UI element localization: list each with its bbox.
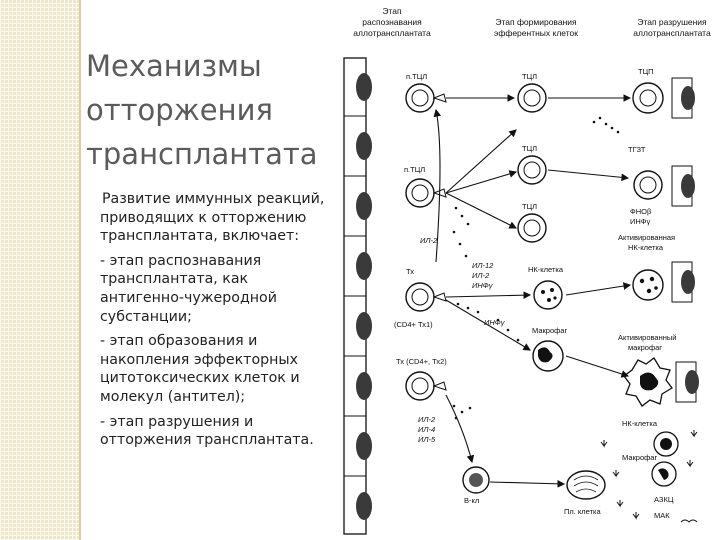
cytokine-il2-b: ИЛ-2 (472, 271, 490, 280)
label-activated-nk-2: НК-клетка (628, 243, 664, 252)
rejection-mechanism-diagram: Этап распознавания аллотрансплантата Эта… (343, 6, 711, 535)
stage-header-destruction-1: Этап разрушения (637, 17, 707, 27)
label-mac: МАК (654, 511, 670, 520)
ctl-cell-1 (517, 83, 547, 113)
b-cell (462, 466, 490, 494)
antibody-icons (600, 430, 698, 523)
graft-tissue (343, 57, 372, 535)
label-adcc: АЗКЦ (654, 495, 674, 504)
label-activated-macrophage-2: макрофаг (628, 343, 662, 352)
ctl-cell-2 (517, 155, 547, 185)
label-ptcl-top: п.ТЦЛ (406, 72, 427, 81)
helper-th1-cell (405, 282, 447, 312)
helper-th2-cell (405, 371, 447, 401)
cytokine-il4: ИЛ-4 (418, 425, 435, 434)
slide-body: Развитие иммунных реакций, приводящих к … (100, 190, 330, 456)
body-item-formation: - этап образования и накопления эффектор… (100, 333, 300, 405)
body-item-destruction: - этап разрушения и отторжения трансплан… (100, 413, 314, 449)
label-ptcl-mid: п.ТЦЛ (404, 165, 425, 174)
label-tcl-2: ТЦЛ (522, 144, 537, 153)
stage-header-formation-1: Этап формирования (495, 17, 577, 27)
arrows (433, 94, 632, 488)
label-fno: ФНОβ (630, 207, 652, 216)
stage-header-formation-2: эфферентных клеток (494, 28, 578, 38)
cytokine-il5: ИЛ-5 (418, 435, 436, 444)
decorative-stripe (0, 0, 79, 540)
stage-header-recognition-1: Этап (382, 6, 402, 16)
title-line: отторжения (86, 93, 273, 127)
label-th-cd4-th1: (CD4+ Тх1) (394, 320, 433, 329)
label-plasma-cell: Пл. клетка (564, 507, 601, 516)
label-activated-nk-1: Активированная (618, 233, 675, 242)
activated-nk-cell (632, 261, 695, 303)
stage-header-destruction-2: аллотрансплантата (633, 28, 711, 38)
stage-header-recognition-3: аллотрансплантата (353, 28, 431, 38)
label-th: Тх (406, 267, 414, 276)
nk-cell (533, 280, 563, 310)
label-macrophage-right: Макрофаг (622, 453, 657, 462)
label-th-cd4-th2: Тх (CD4+, Тх2) (396, 357, 447, 366)
activated-macrophage-cell (623, 357, 699, 407)
ctl-cell-3 (517, 213, 547, 243)
label-b-cell: В-кл (464, 496, 479, 505)
macrophage-cell (532, 340, 564, 372)
adcc-effector-cells (651, 431, 679, 487)
precursor-ctl-cell-top (405, 83, 447, 113)
dth-cell (633, 165, 695, 207)
slide-title: Механизмы отторжения трансплантата (86, 44, 336, 176)
stage-header-recognition-2: распознавания (362, 17, 422, 27)
label-macrophage: Макрофаг (532, 326, 567, 335)
label-activated-macrophage-1: Активированный (618, 333, 676, 342)
body-item-recognition: - этап распознавания трансплантата, как … (100, 252, 277, 325)
cytokine-il2-c: ИЛ-2 (418, 415, 436, 424)
title-line: трансплантата (86, 137, 318, 171)
cytokine-il12: ИЛ-12 (472, 261, 494, 270)
cytokine-ifng-b: ИНФγ (484, 318, 506, 327)
cytokine-il2: ИЛ-2 (420, 236, 438, 245)
tcp-target-cell (632, 77, 695, 119)
stripe-edge (79, 0, 81, 540)
body-intro: Развитие иммунных реакций, приводящих к … (100, 191, 325, 245)
label-tgzt: ТГЗТ (628, 145, 646, 154)
label-tcl-3: ТЦЛ (522, 202, 537, 211)
cytokine-ifng: ИНФγ (472, 281, 494, 290)
label-nk-cell: НК-клетка (528, 265, 564, 274)
label-nk-right: НК-клетка (622, 419, 658, 428)
secretion-dots (452, 116, 620, 420)
plasma-cell (566, 470, 606, 500)
label-tcp-right: ТЦП (638, 67, 654, 76)
label-ifn: ИНФγ (630, 217, 651, 226)
title-line: Механизмы (86, 49, 262, 83)
label-tcl-1: ТЦЛ (522, 72, 537, 81)
